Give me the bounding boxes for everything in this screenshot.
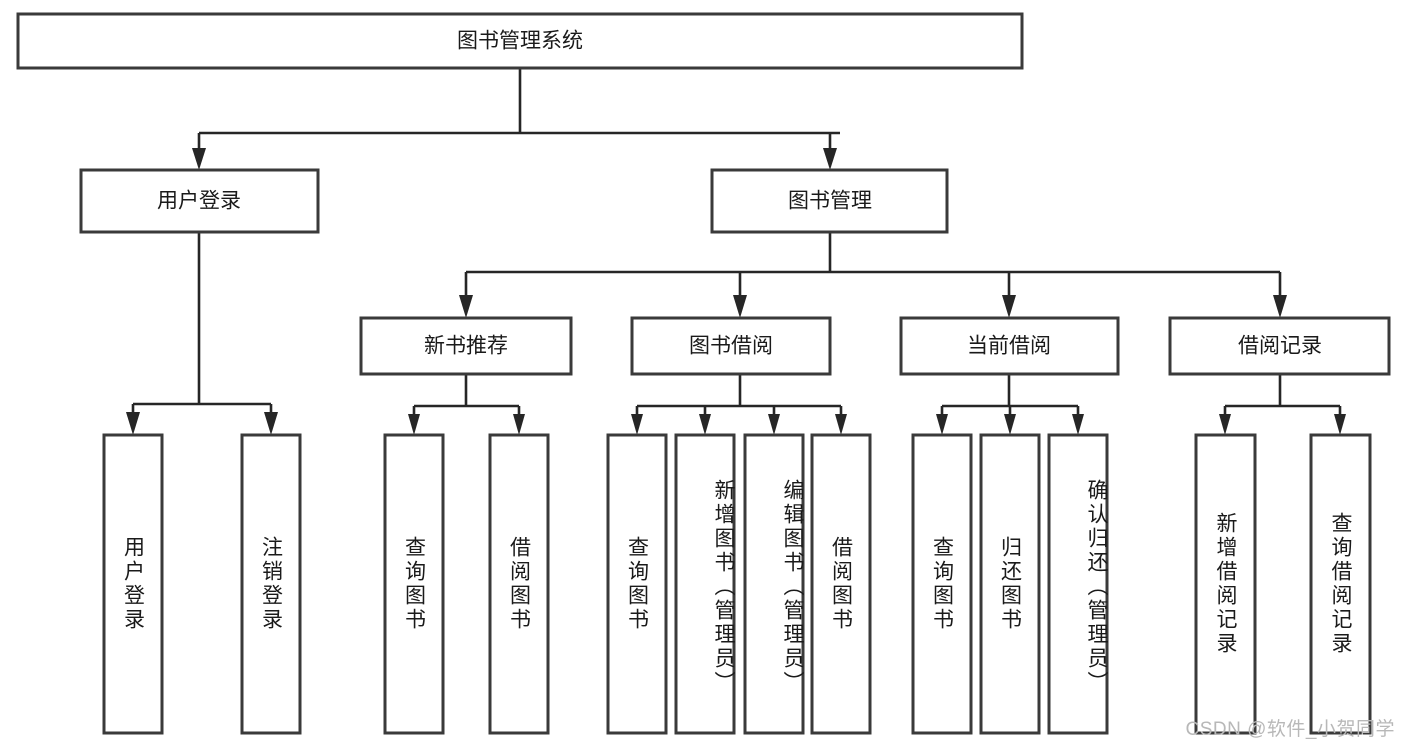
arrow-head-cb-leaf2 [1004,414,1016,435]
connector-group-book-manage [459,232,1287,318]
arrow-head-borrow-record [1273,295,1287,318]
arrow-head-book-manage [823,148,837,170]
node-box-root[interactable] [16,12,1024,70]
node-box-book-manage[interactable] [710,168,949,234]
connector-group-borrow-record [1219,374,1346,435]
leaf-box-user-login-1[interactable] [102,433,164,735]
csdn-watermark: CSDN @软件_小贺同学 [1185,719,1395,740]
arrow-head-user-login [192,148,206,170]
arrow-head-new-book [459,295,473,318]
leaf-box-new-book-1[interactable] [383,433,445,735]
node-label-book-borrow: 图书借阅 [689,335,773,358]
leaf-box-book-borrow-1[interactable] [606,433,668,735]
arrow-head-nb-leaf1 [408,414,420,435]
arrow-head-ul-leaf1 [126,412,140,435]
node-label-book-manage: 图书管理 [788,190,872,213]
node-label-current-borrow: 当前借阅 [967,335,1051,358]
arrow-head-ul-leaf2 [264,412,278,435]
arrow-head-br-leaf2 [1334,414,1346,435]
arrow-head-br-leaf1 [1219,414,1231,435]
leaf-box-book-borrow-2[interactable] [674,433,736,735]
leaf-box-new-book-2[interactable] [488,433,550,735]
leaf-box-borrow-record-1[interactable] [1194,433,1257,735]
arrow-head-cb-leaf3 [1072,414,1084,435]
node-box-borrow-record[interactable] [1168,316,1391,376]
connector-group-root [192,68,840,170]
node-label-user-login: 用户登录 [157,190,241,213]
connector-group-user-login [126,232,278,435]
node-box-new-book-recommend[interactable] [359,316,573,376]
arrow-head-bb-leaf2 [699,414,711,435]
node-label-new-book-recommend: 新书推荐 [424,335,508,358]
node-label-root: 图书管理系统 [457,30,583,53]
leaf-box-borrow-record-2[interactable] [1309,433,1372,735]
node-label-borrow-record: 借阅记录 [1238,335,1322,358]
leaf-box-current-borrow-3[interactable] [1047,433,1109,735]
arrow-head-bb-leaf4 [835,414,847,435]
arrow-head-cb-leaf1 [936,414,948,435]
arrow-head-nb-leaf2 [513,414,525,435]
node-box-current-borrow[interactable] [899,316,1120,376]
arrow-head-book-borrow [733,295,747,318]
node-box-user-login[interactable] [79,168,320,234]
leaf-box-book-borrow-4[interactable] [810,433,872,735]
connector-group-new-book [408,374,525,435]
arrow-head-current-borrow [1002,295,1016,318]
leaf-box-book-borrow-3[interactable] [743,433,805,735]
connector-group-book-borrow [631,374,847,435]
arrow-head-bb-leaf1 [631,414,643,435]
arrow-head-bb-leaf3 [768,414,780,435]
leaf-box-user-login-2[interactable] [240,433,302,735]
node-box-book-borrow[interactable] [630,316,832,376]
leaf-box-current-borrow-1[interactable] [911,433,973,735]
connector-group-current-borrow [936,374,1084,435]
leaf-box-current-borrow-2[interactable] [979,433,1041,735]
